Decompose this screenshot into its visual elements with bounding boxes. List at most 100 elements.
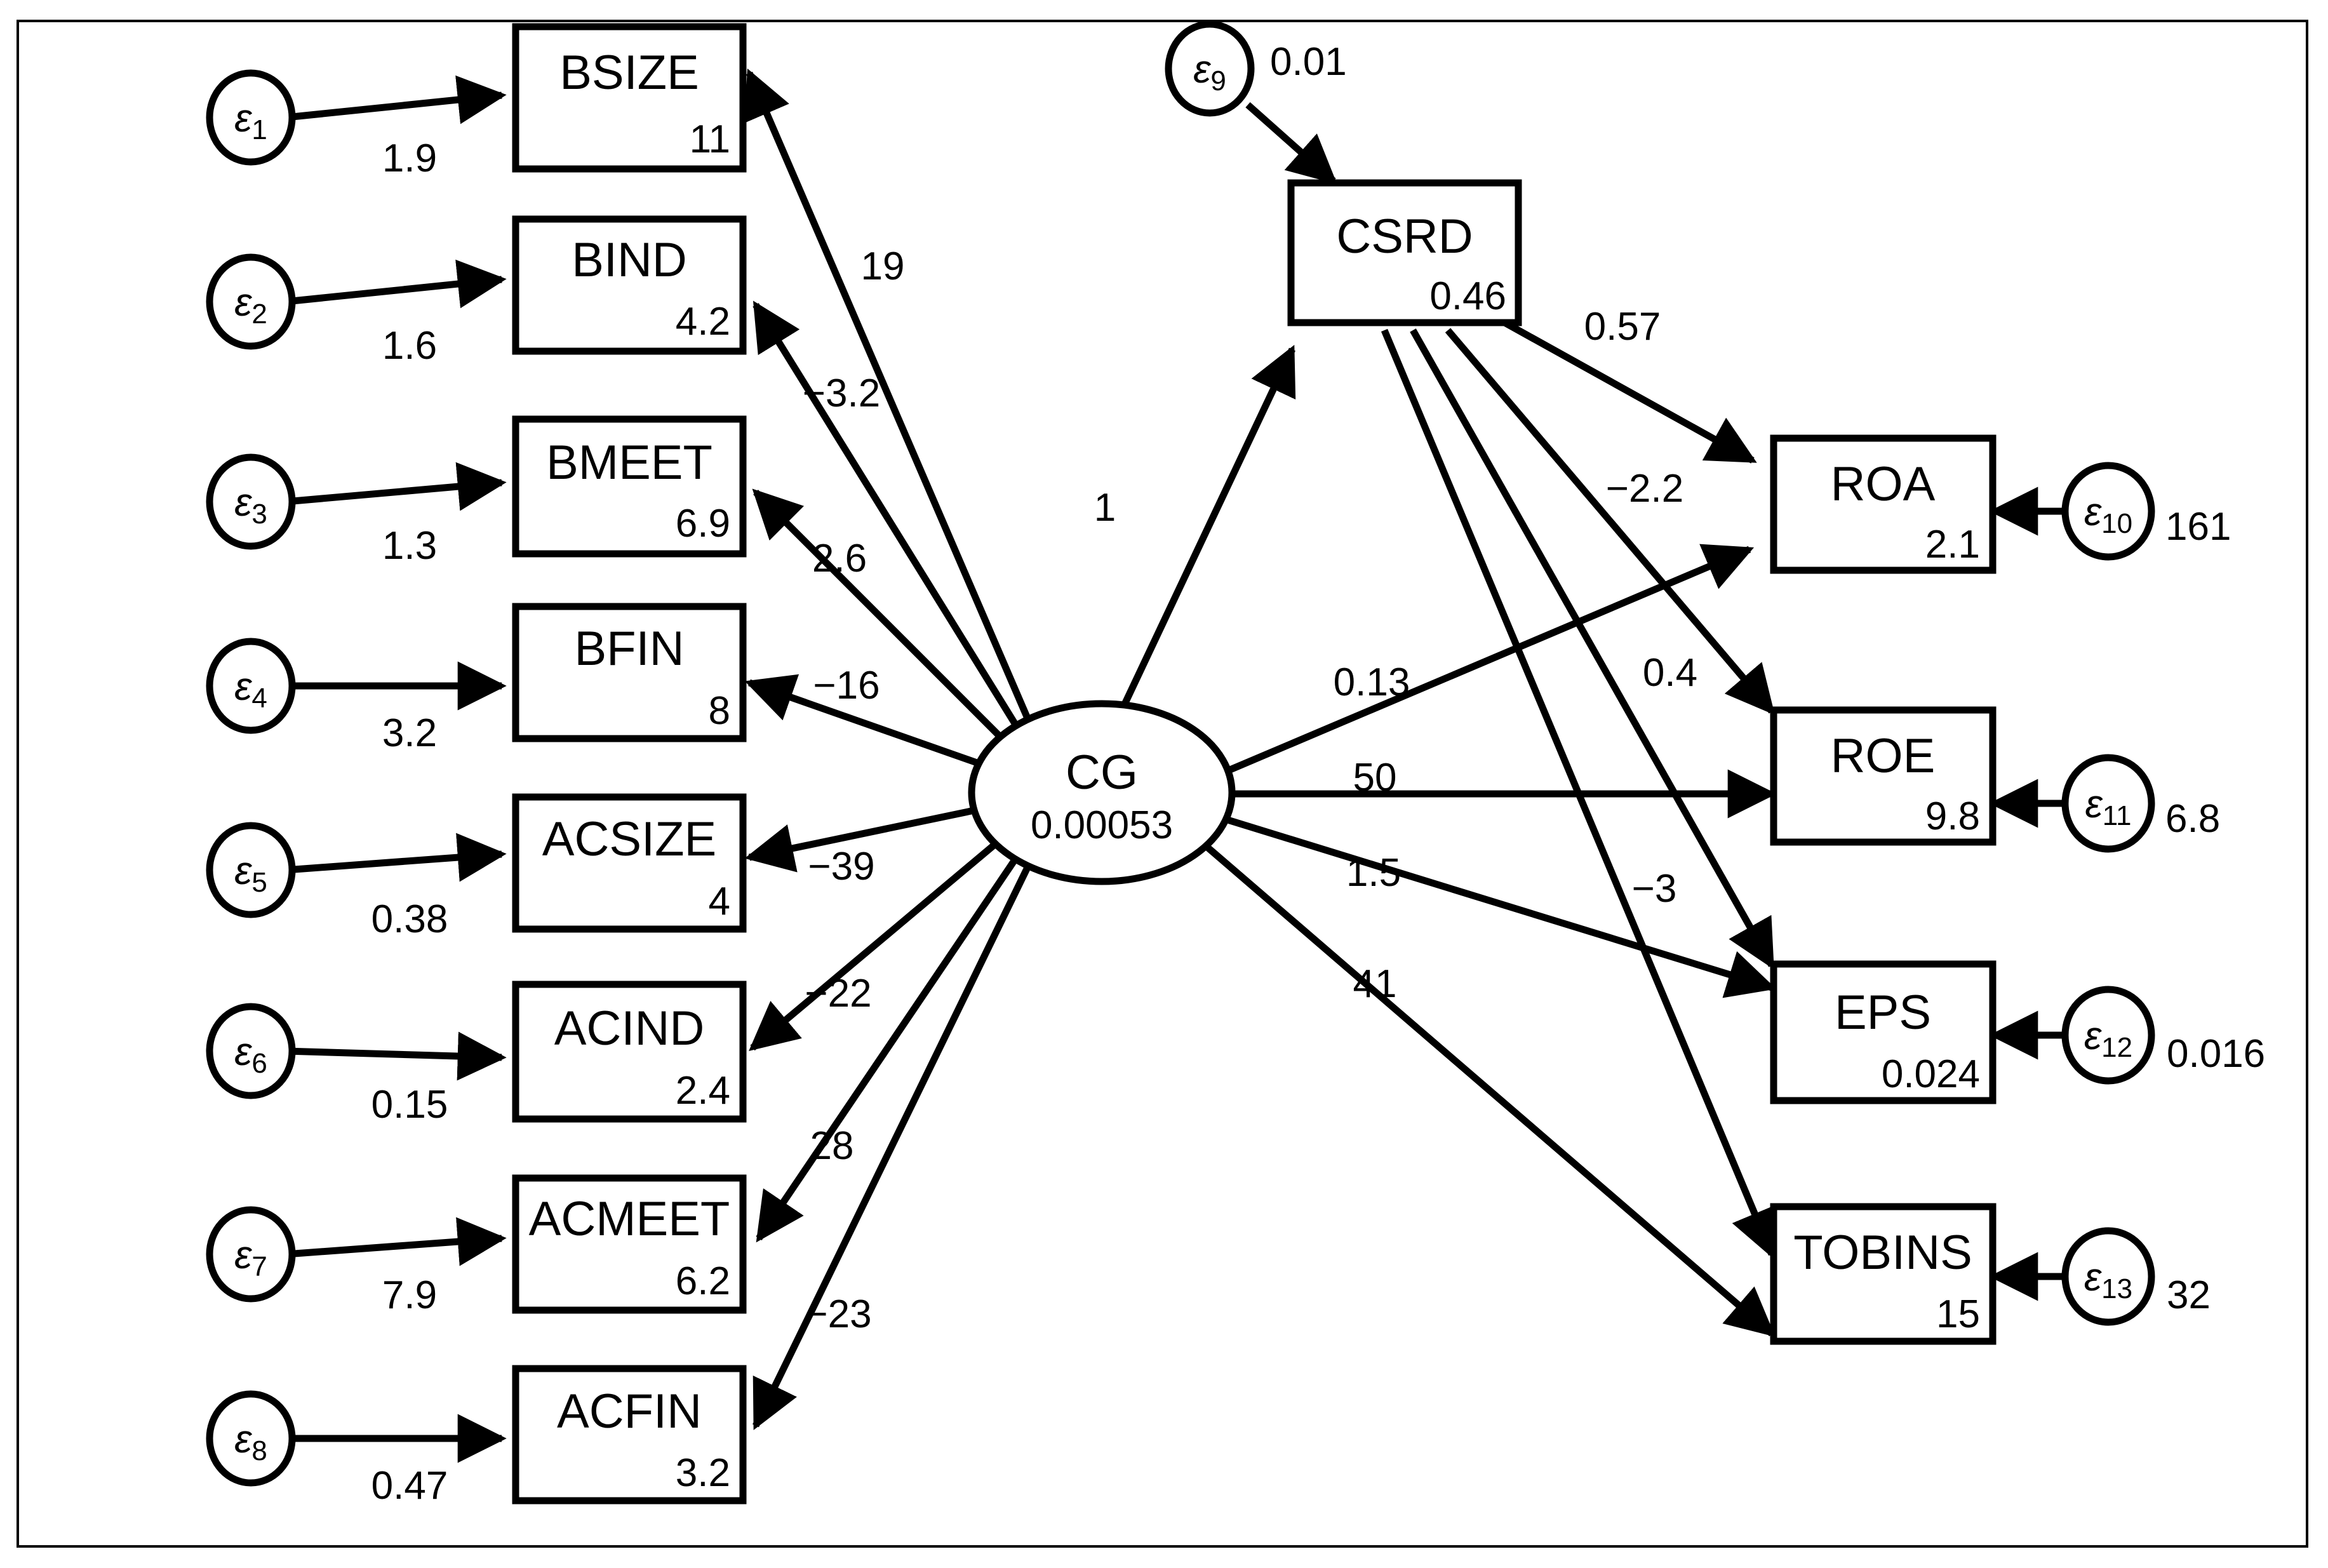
edge-cg-csrd — [1099, 345, 1296, 754]
edge-csrd-eps — [1410, 328, 1775, 970]
edge-cg-bmeet — [752, 488, 1044, 781]
path-cg-tobins: 41 — [1353, 962, 1397, 1006]
error-e5[interactable]: ε5 — [206, 822, 296, 918]
outcome-tobins-label: TOBINS — [1793, 1226, 1972, 1280]
error-e3-label: ε3 — [234, 481, 267, 530]
error-e8[interactable]: ε8 — [206, 1390, 296, 1487]
indicator-bmeet[interactable]: BMEET 6.9 — [512, 415, 747, 558]
error-e6[interactable]: ε6 — [206, 1003, 296, 1099]
indicator-bfin-variance: 8 — [709, 689, 730, 733]
indicator-bmeet-variance: 6.9 — [676, 502, 730, 546]
edge-csrd-tobins — [1381, 328, 1777, 1259]
error-e1[interactable]: ε1 — [206, 69, 296, 166]
edge-e6-acind — [285, 1031, 507, 1081]
latent-cg[interactable]: CG 0.00053 — [968, 700, 1236, 885]
error-e11-value: 6.8 — [2165, 797, 2220, 841]
outcome-eps[interactable]: EPS 0.024 — [1770, 960, 1997, 1104]
error-e12-label: ε12 — [2084, 1014, 2132, 1063]
error-e5-value: 0.38 — [371, 897, 448, 941]
mediator-csrd[interactable]: CSRD 0.46 — [1287, 179, 1522, 326]
error-e9-value: 0.01 — [1270, 40, 1347, 84]
indicator-acfin[interactable]: ACFIN 3.2 — [512, 1365, 747, 1504]
error-e6-label: ε6 — [234, 1030, 267, 1079]
loading-acmeet: 28 — [810, 1124, 854, 1168]
error-e1-value: 1.9 — [382, 137, 437, 180]
error-e12[interactable]: ε12 — [2061, 986, 2155, 1085]
error-e8-label: ε8 — [234, 1417, 267, 1466]
error-e2-label: ε2 — [234, 281, 267, 330]
path-cg-csrd: 1 — [1094, 486, 1116, 530]
indicator-acsize[interactable]: ACSIZE 4 — [512, 793, 747, 933]
error-e8-value: 0.47 — [371, 1464, 448, 1508]
indicator-bsize[interactable]: BSIZE 11 — [512, 23, 747, 173]
error-e13[interactable]: ε13 — [2061, 1227, 2155, 1326]
indicator-acind[interactable]: ACIND 2.4 — [512, 981, 747, 1123]
edge-csrd-roe — [1445, 328, 1775, 715]
error-e3[interactable]: ε3 — [206, 453, 296, 550]
path-csrd-roe: −2.2 — [1606, 467, 1683, 511]
error-e13-value: 32 — [2167, 1273, 2211, 1317]
loading-bmeet: 2.6 — [812, 537, 867, 580]
outcome-roe[interactable]: ROE 9.8 — [1770, 706, 1997, 846]
outcome-roe-label: ROE — [1831, 729, 1936, 783]
error-e11[interactable]: ε11 — [2061, 754, 2155, 853]
indicator-bmeet-label: BMEET — [546, 436, 712, 490]
indicator-acsize-label: ACSIZE — [542, 812, 717, 866]
indicator-bsize-variance: 11 — [690, 117, 730, 161]
error-e7[interactable]: ε7 — [206, 1206, 296, 1303]
edge-cg-tobins — [1194, 835, 1776, 1337]
error-e2[interactable]: ε2 — [206, 253, 296, 350]
error-e3-value: 1.3 — [382, 524, 437, 568]
indicator-bfin-label: BFIN — [574, 622, 684, 676]
mediator-csrd-label: CSRD — [1336, 210, 1473, 264]
error-e9[interactable]: ε9 — [1165, 20, 1255, 117]
outcome-roa-label: ROA — [1831, 457, 1936, 511]
outcome-roa[interactable]: ROA 2.1 — [1770, 434, 1997, 574]
indicator-acsize-variance: 4 — [709, 880, 730, 923]
error-e10[interactable]: ε10 — [2061, 462, 2155, 561]
error-e7-label: ε7 — [234, 1233, 267, 1282]
error-e10-value: 161 — [2165, 505, 2231, 549]
error-e1-label: ε1 — [234, 97, 267, 145]
indicator-bfin[interactable]: BFIN 8 — [512, 603, 747, 742]
diagram-frame — [17, 20, 2308, 1548]
error-e4[interactable]: ε4 — [206, 638, 296, 734]
error-e13-label: ε13 — [2084, 1256, 2132, 1304]
loading-bfin: −16 — [813, 664, 880, 707]
indicator-bind-variance: 4.2 — [676, 300, 730, 344]
edge-e5-acsize — [285, 833, 507, 882]
error-e10-label: ε10 — [2084, 490, 2132, 539]
edge-cg-eps — [1224, 815, 1777, 998]
indicator-acmeet-label: ACMEET — [529, 1192, 730, 1246]
error-e4-label: ε4 — [234, 665, 267, 714]
indicator-bind[interactable]: BIND 4.2 — [512, 215, 747, 355]
error-e6-value: 0.15 — [371, 1083, 448, 1127]
outcome-roe-variance: 9.8 — [1925, 794, 1980, 838]
indicator-acfin-label: ACFIN — [557, 1384, 702, 1438]
path-csrd-eps: 0.4 — [1643, 651, 1697, 695]
indicator-acind-variance: 2.4 — [676, 1069, 730, 1113]
edge-e7-acmeet — [285, 1217, 507, 1266]
csrd-structural-edges — [1381, 314, 1777, 1259]
outcome-tobins[interactable]: TOBINS 15 — [1770, 1203, 1997, 1345]
indicator-acind-label: ACIND — [554, 1002, 704, 1055]
error-e5-label: ε5 — [234, 849, 267, 898]
edge-e1-bsize — [285, 75, 507, 124]
indicator-bsize-label: BSIZE — [559, 46, 699, 100]
outcome-roa-variance: 2.1 — [1925, 523, 1980, 566]
indicator-acmeet[interactable]: ACMEET 6.2 — [512, 1174, 747, 1314]
error-e12-value: 0.016 — [2167, 1032, 2265, 1076]
indicator-acmeet-variance: 6.2 — [676, 1259, 730, 1303]
latent-cg-label: CG — [1066, 746, 1138, 800]
latent-cg-variance: 0.00053 — [1031, 803, 1173, 847]
edge-csrd-roa — [1494, 314, 1757, 464]
indicator-acfin-variance: 3.2 — [676, 1451, 730, 1495]
edge-cg-bsize — [744, 68, 1052, 767]
path-cg-eps: 1.5 — [1346, 851, 1401, 895]
error-e4-value: 3.2 — [382, 711, 437, 755]
error-edges — [285, 75, 2067, 1463]
edge-cg-acmeet — [756, 810, 1050, 1243]
path-csrd-tobins: −3 — [1632, 867, 1677, 911]
